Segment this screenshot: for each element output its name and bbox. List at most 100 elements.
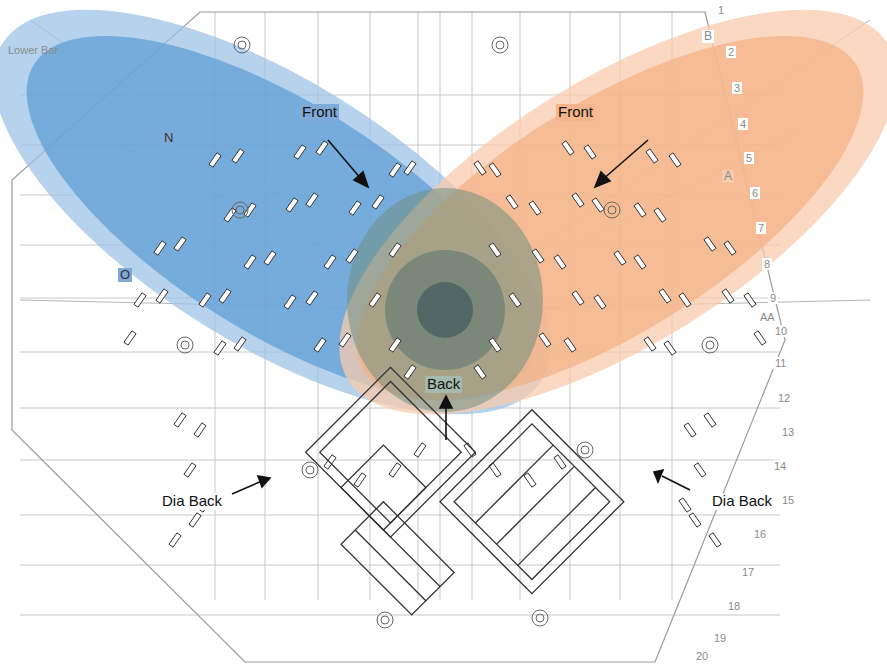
seat-symbol — [389, 463, 401, 477]
seat-symbol — [664, 341, 676, 355]
seat-symbol — [562, 141, 574, 155]
arrow-head — [654, 470, 663, 482]
speaker-symbol — [604, 202, 620, 218]
speaker-symbol — [377, 612, 393, 628]
arrow-head — [595, 172, 610, 187]
seat-symbol — [694, 463, 706, 477]
arrow-shaft — [445, 405, 447, 440]
seat-symbol — [324, 255, 336, 269]
direction-arrows — [232, 140, 690, 494]
seat-symbol — [489, 338, 501, 352]
seat-symbol — [389, 243, 401, 257]
row-number: 11 — [773, 357, 788, 369]
coverage-center — [347, 188, 543, 412]
seat-symbol — [316, 141, 328, 155]
stage-platform-inner — [454, 424, 610, 580]
coverage-right — [303, 0, 887, 469]
seat-symbol — [684, 423, 696, 437]
speaker-symbol — [238, 41, 246, 49]
seat-symbol — [389, 163, 401, 177]
row-number: 7 — [756, 222, 766, 234]
seat-symbol — [134, 293, 146, 307]
arrow-head — [258, 476, 270, 487]
arrow-head — [440, 396, 452, 408]
seat-symbol — [214, 341, 226, 355]
speaker-symbol — [492, 37, 508, 53]
seat-symbol — [634, 203, 646, 217]
seat-symbol — [646, 149, 658, 163]
seat-symbol — [744, 293, 756, 307]
seat-symbol — [294, 145, 306, 159]
stage-riser — [341, 502, 454, 615]
zone-label: O — [118, 268, 132, 282]
stage-line — [497, 466, 575, 544]
seat-symbol — [404, 161, 416, 175]
seat-symbol — [592, 198, 604, 212]
speaker-symbol — [532, 610, 548, 626]
seat-symbol — [489, 243, 501, 257]
seat-symbol — [634, 255, 646, 269]
seat-symbol — [572, 193, 584, 207]
row-number: 2 — [726, 46, 736, 58]
stage-line — [355, 530, 426, 601]
seat-symbol — [389, 338, 401, 352]
row-number: 18 — [726, 600, 742, 612]
seat-symbol — [704, 413, 716, 427]
row-number: 16 — [752, 528, 768, 540]
stage-structure — [277, 318, 623, 664]
seat-symbol — [532, 249, 544, 263]
stage-line — [369, 516, 440, 587]
speaker-symbol — [536, 614, 544, 622]
speaker-symbol — [577, 442, 593, 458]
seat-symbol — [244, 255, 256, 269]
seat-symbol — [474, 365, 486, 379]
row-number: 12 — [776, 392, 792, 404]
zone-label: Front — [300, 104, 339, 121]
seat-symbol — [529, 201, 541, 215]
row-number: 6 — [750, 187, 760, 199]
seat-symbol — [659, 289, 671, 303]
row-number: B — [702, 30, 714, 43]
seat-symbol — [572, 291, 584, 305]
seat-symbol — [124, 331, 136, 345]
seat-symbol — [314, 338, 326, 352]
seat-symbol — [174, 237, 186, 251]
seat-symbol — [219, 289, 231, 303]
arrow-shaft — [602, 140, 648, 180]
seat-symbol — [349, 201, 361, 215]
row-number: A — [722, 170, 734, 183]
speaker-symbol — [702, 337, 718, 353]
seat-symbol — [679, 498, 691, 512]
seat-symbol — [554, 255, 566, 269]
row-number: 15 — [780, 494, 796, 506]
seat-symbol — [754, 331, 766, 345]
seat-symbol — [404, 365, 416, 379]
seat-symbol — [306, 291, 318, 305]
seat-symbol — [722, 289, 734, 303]
coverage-zones — [0, 0, 887, 492]
row-number: AA — [758, 311, 777, 323]
row-number: 4 — [738, 118, 748, 130]
grid-line — [20, 460, 780, 461]
speaker-symbol — [496, 41, 504, 49]
grid-line — [20, 515, 780, 516]
speaker-symbol — [302, 462, 318, 478]
seat-symbol — [346, 249, 358, 263]
speaker-symbol — [581, 446, 589, 454]
seat-symbol — [474, 161, 486, 175]
seat-symbol — [489, 163, 501, 177]
seat-symbol — [464, 443, 476, 457]
seat-symbol — [614, 251, 626, 265]
seat-symbol — [506, 195, 518, 209]
seat-symbol — [654, 208, 666, 222]
stage-line — [475, 445, 553, 523]
seat-symbol — [644, 337, 656, 351]
speaker-symbol — [232, 202, 248, 218]
stage-riser — [341, 445, 426, 530]
seat-symbol — [194, 423, 206, 437]
arrow-head — [354, 172, 368, 187]
seat-symbol — [369, 293, 381, 307]
seat-symbol — [354, 473, 366, 487]
arrow-shaft — [328, 140, 362, 180]
